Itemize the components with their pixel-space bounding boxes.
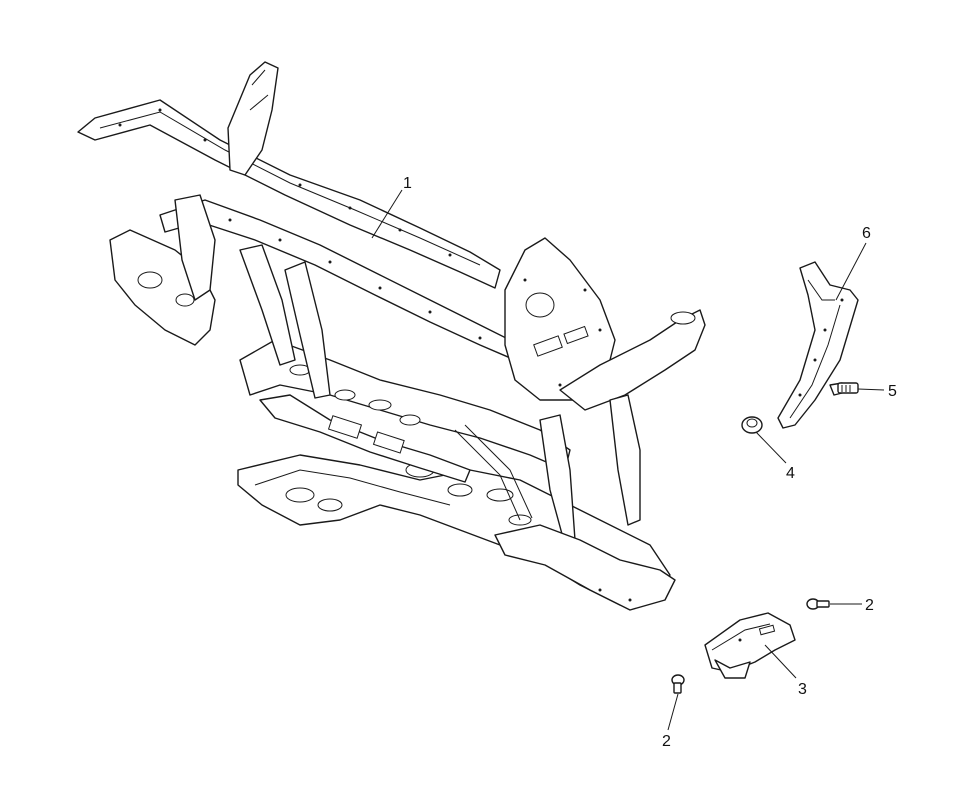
bolt-icon [829, 382, 859, 396]
leader-1 [371, 189, 403, 239]
frame-brace-icon [777, 261, 859, 429]
nut-icon [741, 416, 763, 434]
callout-2-lower: 2 [662, 733, 671, 750]
screw-icon [671, 598, 830, 694]
mount-bracket-icon [704, 612, 796, 679]
leader-5 [857, 388, 885, 391]
main-frame-icon [77, 61, 706, 611]
leader-4 [755, 431, 787, 464]
callout-2-upper: 2 [865, 597, 874, 614]
callout-3: 3 [798, 681, 807, 698]
callout-5: 5 [888, 383, 897, 400]
callout-4: 4 [786, 465, 795, 482]
leader-6 [835, 242, 867, 301]
screw-upper [806, 598, 830, 610]
leader-2b [667, 693, 679, 731]
callout-6: 6 [862, 225, 871, 242]
screw-lower [671, 674, 685, 694]
callout-1: 1 [403, 175, 412, 192]
leader-3 [764, 644, 797, 679]
